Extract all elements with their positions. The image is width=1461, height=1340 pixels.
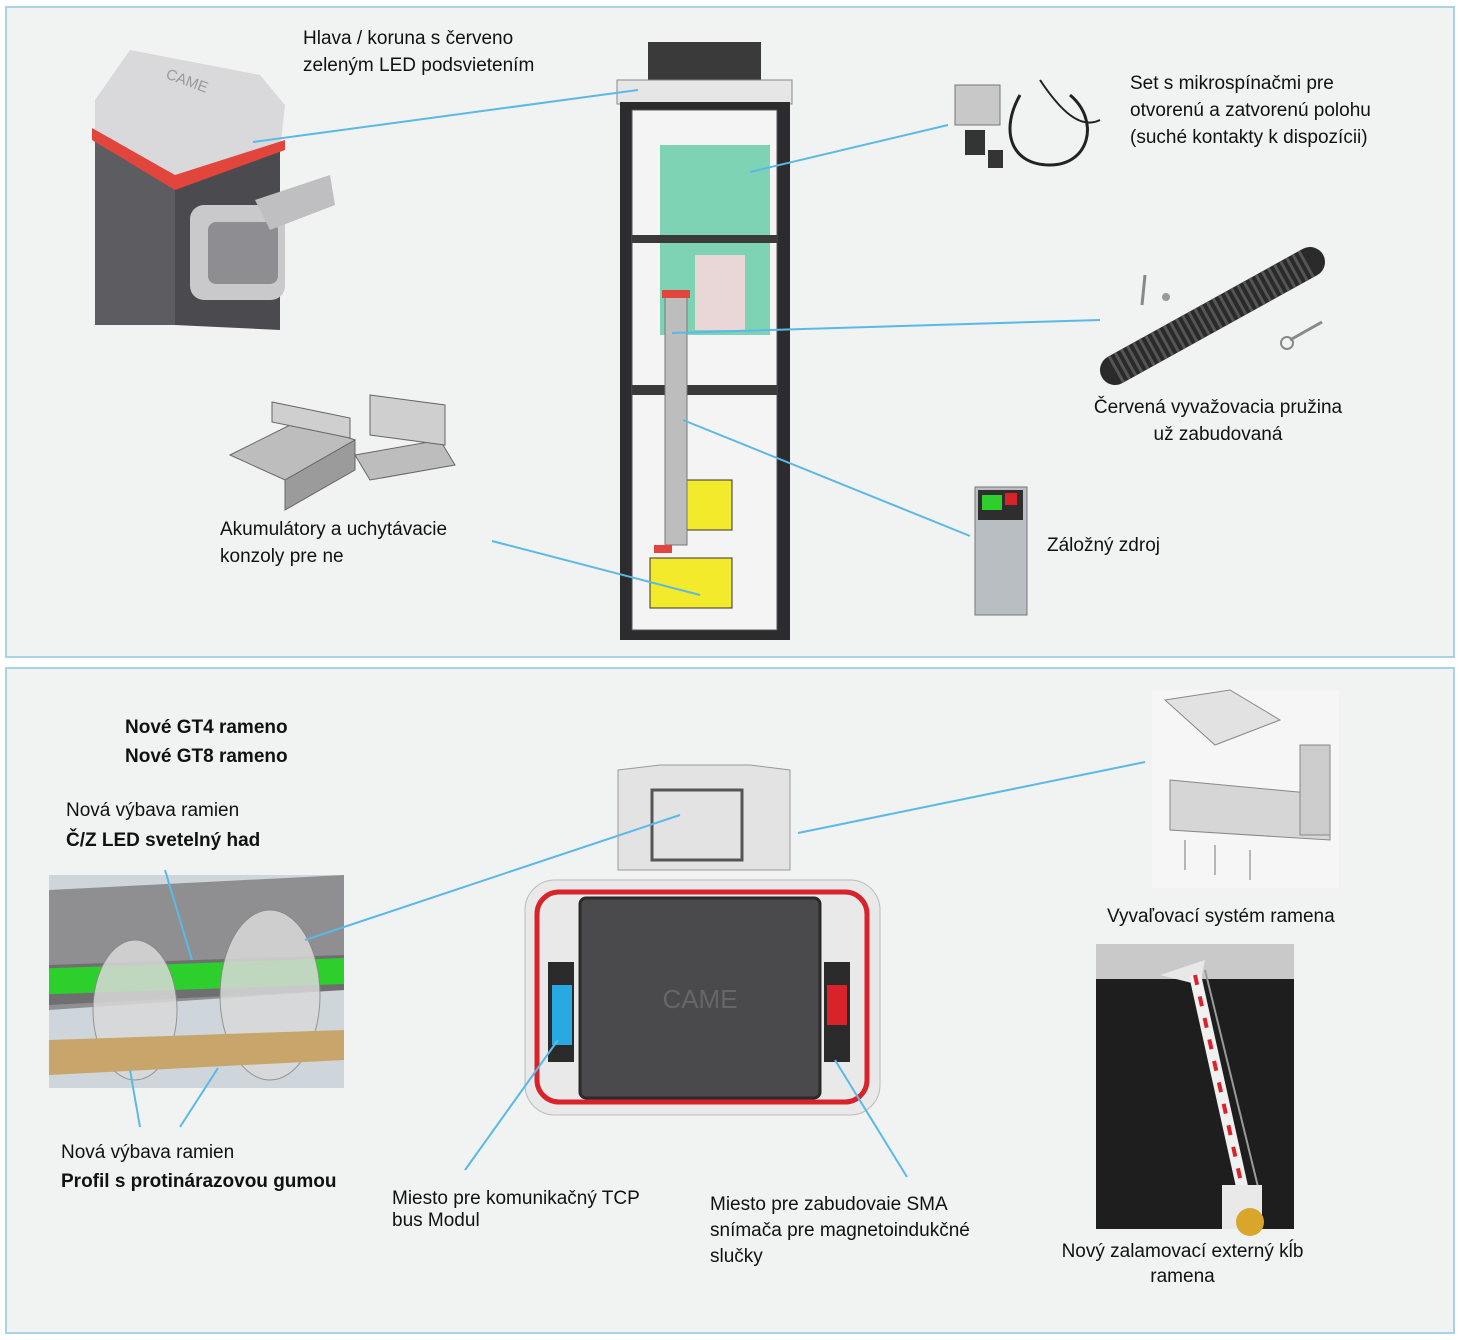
backup-label: Záložný zdroj [1047, 535, 1160, 556]
arm-gt4-label: Nové GT4 rameno [125, 717, 288, 738]
tcp-module-label: Miesto pre komunikačný TCP bus Modul [392, 1188, 640, 1231]
folding-joint-label: Nový zalamovací externý kĺb ramena [1061, 1241, 1304, 1287]
head-label: Hlava / koruna s červeno zeleným LED pod… [303, 28, 535, 76]
profile-title-label: Profil s protinárazovou gumou [61, 1171, 337, 1192]
spring-label: Červená vyvažovacia pružina už zabudovan… [1093, 397, 1343, 445]
profile-note-label: Nová výbava ramien [61, 1142, 235, 1163]
led-title-label: Č/Z LED svetelný had [66, 830, 261, 851]
arm-gt8-label: Nové GT8 rameno [125, 746, 288, 767]
battery-label: Akumulátory a uchytávacie konzoly pre ne [220, 519, 448, 567]
sma-sensor-label: Miesto pre zabudovaie SMA snímača pre ma… [710, 1194, 970, 1267]
microswitch-label: Set s mikrospínačmi pre otvorenú a zatvo… [1130, 73, 1371, 148]
balancing-system-label: Vyvaľovací systém ramena [1107, 906, 1335, 927]
led-note-label: Nová výbava ramien [66, 800, 240, 821]
